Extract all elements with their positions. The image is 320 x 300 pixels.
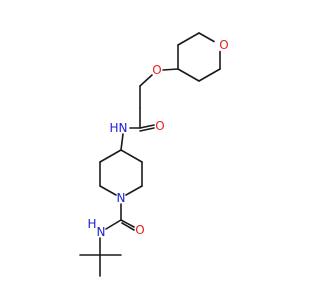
- piperidine-nitrogen-label: N: [117, 191, 126, 205]
- bond: [120, 149, 143, 163]
- ring-oxygen-label: O: [219, 38, 228, 52]
- bond: [162, 68, 179, 71]
- bond: [120, 133, 124, 151]
- bond: [177, 68, 200, 82]
- bond: [177, 32, 200, 46]
- amide-hydrogen-label: H: [109, 121, 118, 135]
- bond: [99, 185, 117, 196]
- bond: [139, 124, 155, 129]
- bond: [198, 32, 215, 43]
- bond: [121, 222, 135, 231]
- urea-hydrogen-label: H: [87, 217, 96, 231]
- bond: [105, 219, 122, 230]
- bond: [139, 127, 155, 132]
- amide-nitrogen-label: N: [119, 121, 128, 135]
- urea-nitrogen-label: N: [97, 225, 106, 239]
- bond: [139, 74, 153, 87]
- bond: [120, 219, 135, 228]
- bond: [125, 185, 143, 196]
- amide-oxygen-label: O: [155, 119, 164, 133]
- urea-oxygen-label: O: [135, 223, 144, 237]
- bond: [198, 68, 221, 82]
- ether-oxygen-label: O: [152, 63, 161, 77]
- bond: [99, 149, 122, 163]
